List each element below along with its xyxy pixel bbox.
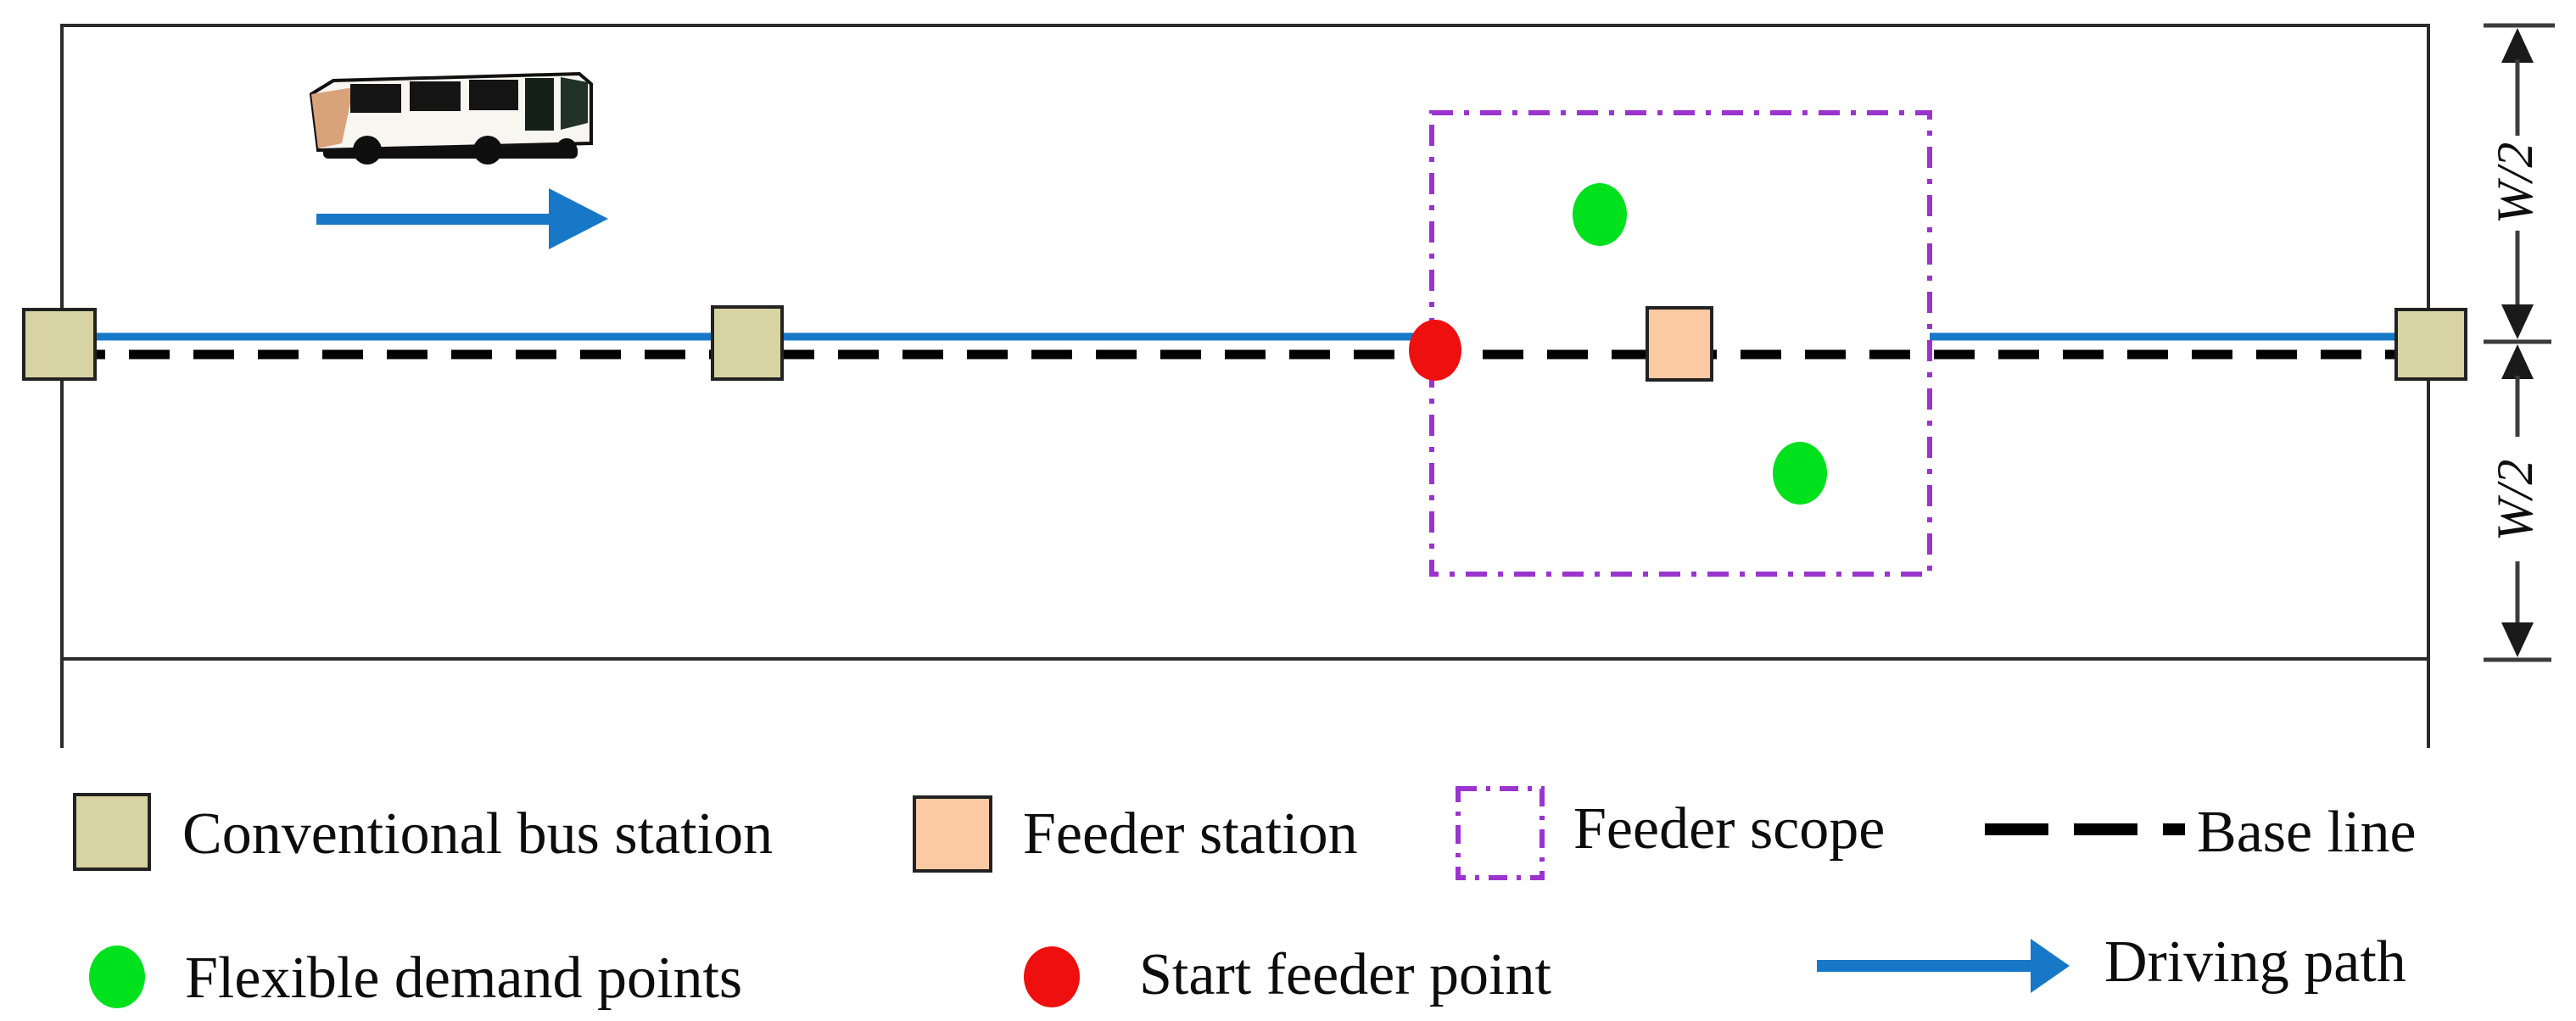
demand-point-1 [1573, 183, 1627, 246]
legend-feeder-station-swatch [913, 795, 992, 873]
legend-start-feeder-label: Start feeder point [1139, 942, 1551, 1007]
direction-arrow-shaft [316, 214, 549, 225]
conventional-station-1 [22, 308, 97, 381]
legend-driving-path-swatch [1817, 939, 2070, 993]
dim-label-upper: W/2 [2487, 142, 2543, 225]
dim-arrow-down-2 [2501, 622, 2534, 657]
direction-arrow [316, 188, 608, 249]
dim-arrow-up-2 [2501, 344, 2534, 379]
conventional-station-2 [711, 305, 784, 381]
legend-base-line-label: Base line [2197, 800, 2417, 865]
legend-demand-swatch [89, 946, 145, 1008]
demand-point-2 [1773, 442, 1827, 505]
bus-window-2 [410, 81, 461, 111]
direction-arrow-head [549, 188, 608, 249]
bus-wheel-front [473, 136, 502, 165]
legend-feeder-station-label: Feeder station [1023, 801, 1358, 867]
bus-wheel-steer [556, 138, 577, 159]
bus-wheel-rear [353, 136, 382, 165]
legend-conventional-label: Conventional bus station [182, 801, 773, 867]
legend-demand-label: Flexible demand points [185, 946, 742, 1011]
legend-feeder-scope-swatch [1456, 786, 1545, 880]
legend-driving-path-head [2031, 939, 2070, 993]
legend-start-feeder-swatch [1024, 946, 1080, 1007]
conventional-station-3 [2394, 308, 2467, 381]
bus-window-1 [350, 84, 401, 113]
dim-label-lower: W/2 [2487, 460, 2543, 542]
legend-feeder-scope-label: Feeder scope [1573, 796, 1885, 862]
legend-driving-path-shaft [1817, 960, 2031, 972]
dim-arrow-down-1 [2501, 304, 2534, 339]
dim-arrow-up-1 [2501, 28, 2534, 63]
bus-rear-accent [311, 87, 354, 148]
feeder-scope-box [1429, 110, 1932, 577]
legend-conventional-swatch [73, 793, 151, 871]
start-feeder-point [1409, 320, 1461, 381]
bus-window-3 [469, 80, 518, 110]
width-dimension [2484, 23, 2555, 662]
bus-windshield [561, 77, 588, 130]
legend-driving-path-label: Driving path [2104, 929, 2406, 995]
bus-door [525, 78, 554, 131]
feeder-station [1646, 306, 1713, 382]
bus-image [309, 71, 593, 165]
